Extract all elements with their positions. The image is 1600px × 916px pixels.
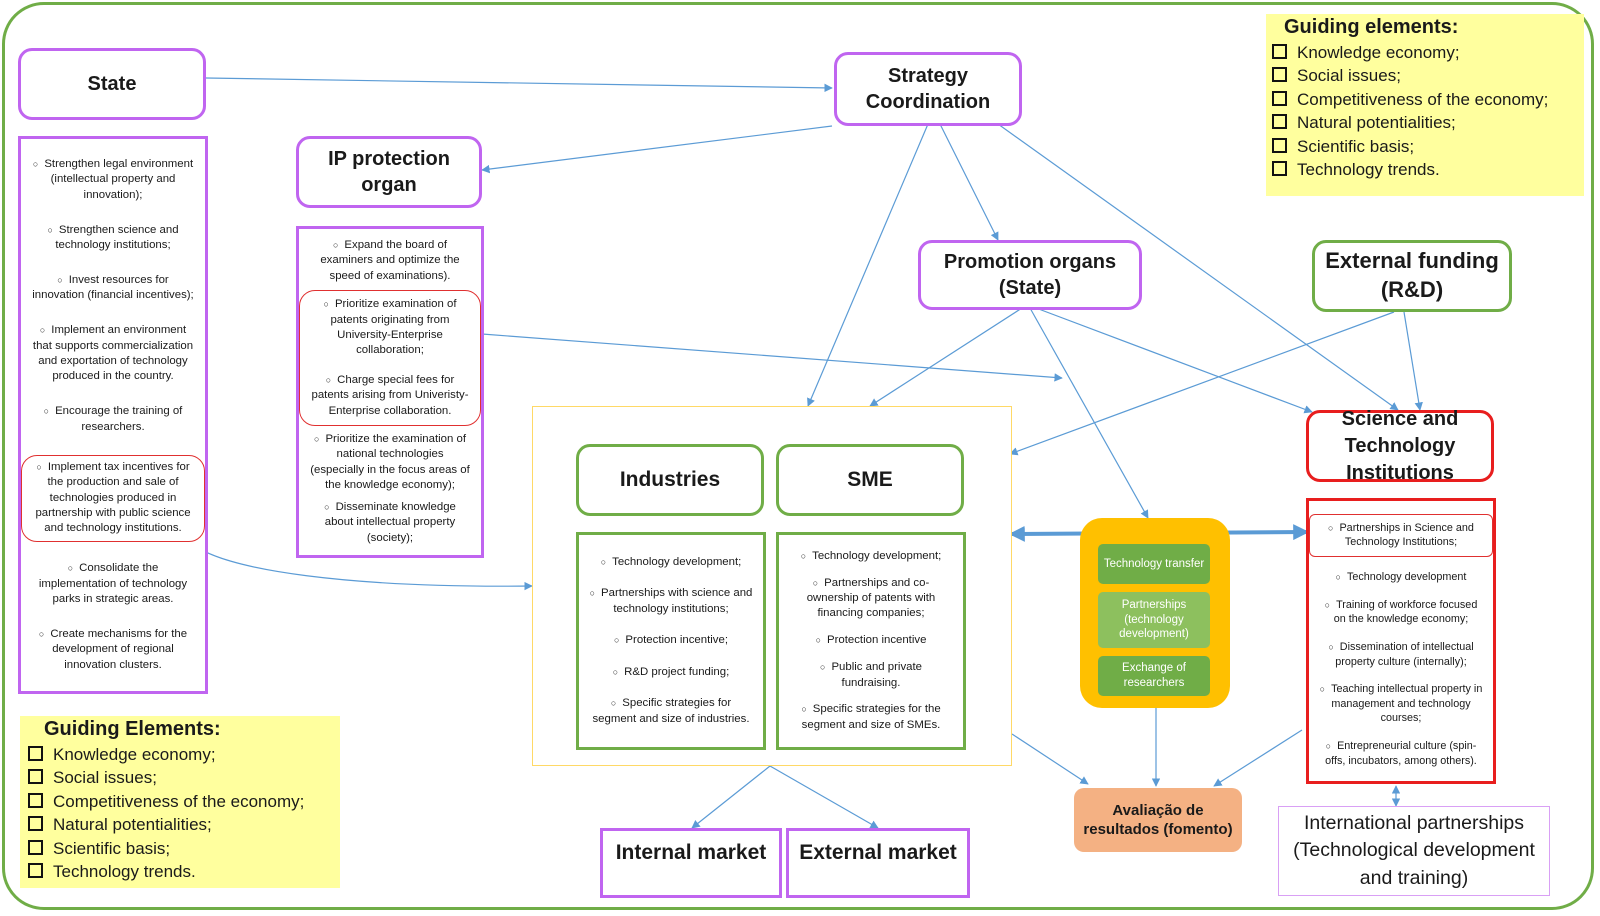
evaluation-box: Avaliação de resultados (fomento) xyxy=(1074,788,1242,852)
list-item: Entrepreneurial culture (spin-offs, incu… xyxy=(1311,739,1491,768)
sme-box: SME xyxy=(776,444,964,516)
sti-box: Science and Technology Institutions xyxy=(1306,408,1494,484)
guiding-item: Knowledge economy; xyxy=(28,743,340,766)
list-item: Specific strategies for segment and size… xyxy=(581,696,761,727)
list-item: Teaching intellectual property in manage… xyxy=(1311,682,1491,726)
technology-transfer-cluster: Technology transfer Partnerships (techno… xyxy=(1080,518,1230,708)
guiding-item: Scientific basis; xyxy=(1272,135,1584,158)
list-item: Specific strategies for the segment and … xyxy=(781,702,961,733)
promotion-title: Promotion organs (State) xyxy=(943,251,1117,299)
list-item: Training of workforce focused on the kno… xyxy=(1311,598,1491,627)
guiding-elements-top: Guiding elements: Knowledge economy; Soc… xyxy=(1266,14,1584,196)
exchange-researchers-pill: Exchange of researchers xyxy=(1098,656,1210,696)
external-market-title: External market xyxy=(799,841,957,864)
strategy-title: Strategy Coordination xyxy=(865,65,991,113)
guiding-item: Social issues; xyxy=(28,766,340,789)
list-item: Expand the board of examiners and optimi… xyxy=(301,238,479,284)
list-item: Charge special fees for patents arising … xyxy=(300,373,480,419)
ip-protection-box: IP protection organ xyxy=(296,136,482,208)
external-funding-box: External funding (R&D) xyxy=(1312,240,1512,312)
guiding-elements-bottom: Guiding Elements: Knowledge economy; Soc… xyxy=(20,716,340,888)
industries-actions-list: Technology development; Partnerships wit… xyxy=(576,532,766,750)
industries-title: Industries xyxy=(619,468,721,492)
industries-box: Industries xyxy=(576,444,764,516)
list-item: Partnerships with science and technology… xyxy=(581,586,761,617)
list-item: Implement an environment that supports c… xyxy=(23,323,203,385)
international-title: International partnerships (Technologica… xyxy=(1293,812,1535,889)
list-item: Prioritize the examination of national t… xyxy=(301,432,479,494)
guiding-item: Technology trends. xyxy=(1272,158,1584,181)
list-item: Protection incentive; xyxy=(606,633,736,648)
list-item-highlighted: Partnerships in Science and Technology I… xyxy=(1309,513,1493,557)
list-item: Prioritize examination of patents origin… xyxy=(300,297,480,359)
list-item: Strengthen legal environment (intellectu… xyxy=(23,157,203,203)
guiding-item: Competitiveness of the economy; xyxy=(1272,88,1584,111)
guiding-item: Social issues; xyxy=(1272,64,1584,87)
guiding-title: Guiding Elements: xyxy=(44,718,221,740)
guiding-item: Natural potentialities; xyxy=(1272,111,1584,134)
ip-title: IP protection organ xyxy=(328,148,450,196)
list-item: Consolidate the implementation of techno… xyxy=(23,561,203,607)
promotion-organs-box: Promotion organs (State) xyxy=(918,240,1142,310)
external-market-box: External market xyxy=(786,828,970,898)
sti-title: Science and Technology Institutions xyxy=(1341,407,1459,484)
international-partnerships-box: International partnerships (Technologica… xyxy=(1278,806,1550,896)
list-item: Public and private fundraising. xyxy=(781,660,961,691)
state-title: State xyxy=(87,73,137,95)
list-item: Dissemination of intellectual property c… xyxy=(1311,640,1491,669)
sti-actions-list: Partnerships in Science and Technology I… xyxy=(1306,498,1496,784)
guiding-item: Scientific basis; xyxy=(28,837,340,860)
list-item-highlighted: Implement tax incentives for the product… xyxy=(21,454,205,542)
guiding-item: Knowledge economy; xyxy=(1272,41,1584,64)
list-item: Invest resources for innovation (financi… xyxy=(23,273,203,304)
list-item: Strengthen science and technology instit… xyxy=(23,223,203,254)
list-item: Protection incentive xyxy=(808,633,935,648)
list-item: Encourage the training of researchers. xyxy=(23,404,203,435)
guiding-item: Technology trends. xyxy=(28,860,340,883)
list-item: R&D project funding; xyxy=(605,665,738,680)
ip-highlight-group: Prioritize examination of patents origin… xyxy=(299,290,481,427)
evaluation-title: Avaliação de resultados (fomento) xyxy=(1083,801,1233,839)
list-item: Technology development; xyxy=(793,549,950,564)
state-box: State xyxy=(18,48,206,120)
technology-transfer-pill: Technology transfer xyxy=(1098,544,1210,584)
internal-market-box: Internal market xyxy=(600,828,782,898)
internal-market-title: Internal market xyxy=(615,841,767,864)
list-item: Create mechanisms for the development of… xyxy=(23,627,203,673)
list-item: Technology development; xyxy=(593,555,750,570)
sme-title: SME xyxy=(847,468,893,492)
state-actions-list: Strengthen legal environment (intellectu… xyxy=(18,136,208,694)
partnerships-pill: Partnerships (technology development) xyxy=(1098,592,1210,648)
guiding-item: Competitiveness of the economy; xyxy=(28,790,340,813)
sme-actions-list: Technology development; Partnerships and… xyxy=(776,532,966,750)
guiding-item: Natural potentialities; xyxy=(28,813,340,836)
list-item: Partnerships and co-ownership of patents… xyxy=(781,576,961,622)
guiding-title: Guiding elements: xyxy=(1284,16,1459,38)
list-item: Technology development xyxy=(1328,570,1475,585)
list-item: Disseminate knowledge about intellectual… xyxy=(301,500,479,546)
strategy-coordination-box: Strategy Coordination xyxy=(834,52,1022,126)
external-funding-title: External funding (R&D) xyxy=(1325,248,1499,302)
ip-actions-list: Expand the board of examiners and optimi… xyxy=(296,226,484,558)
